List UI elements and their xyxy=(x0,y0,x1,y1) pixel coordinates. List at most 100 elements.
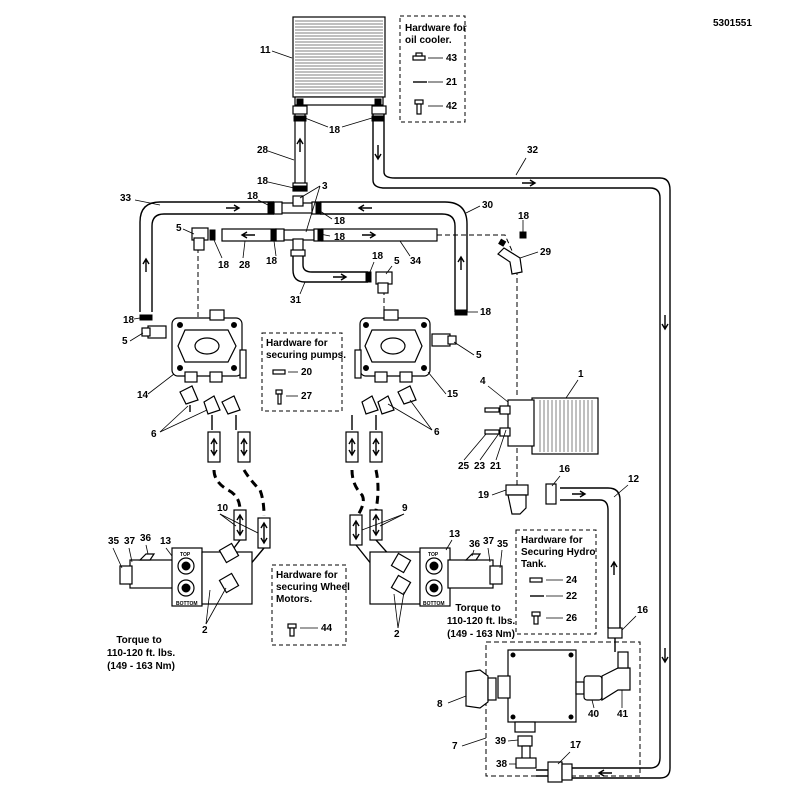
callout-2-left: 2 xyxy=(202,625,208,636)
callout-18-b: 18 xyxy=(247,191,259,202)
torque-note-line2: 110-120 ft. lbs. xyxy=(107,648,176,659)
callout-18-c: 18 xyxy=(334,216,346,227)
fitting-17 xyxy=(536,761,573,783)
callout-18-f: 18 xyxy=(218,260,230,271)
callout-18-d: 18 xyxy=(518,211,530,222)
callout-18-i: 18 xyxy=(123,315,135,326)
callout-15: 15 xyxy=(447,389,459,400)
hardware-box-pumps: Hardware for securing pumps. 20 27 xyxy=(261,332,346,412)
callout-27: 27 xyxy=(301,391,313,402)
hose-33 xyxy=(139,201,274,312)
callout-16-lower: 16 xyxy=(637,605,649,616)
callout-39: 39 xyxy=(495,736,507,747)
callout-23: 23 xyxy=(474,461,486,472)
callout-5-upper-right: 5 xyxy=(394,256,400,267)
callout-30: 30 xyxy=(482,200,494,211)
torque-note-line3: (149 - 163 Nm) xyxy=(107,661,175,672)
callout-36-right: 36 xyxy=(469,539,481,550)
hardware-title-line1: Hardware for xyxy=(266,338,328,349)
callout-1: 1 xyxy=(578,369,584,380)
elbow-fitting-5-right-upper xyxy=(375,271,393,294)
callout-5-right: 5 xyxy=(476,350,482,361)
motor-bottom-label: BOTTOM xyxy=(176,601,198,607)
hardware-title-line2: securing pumps. xyxy=(266,350,346,361)
hose-clamps-18 xyxy=(139,115,527,321)
callout-29: 29 xyxy=(540,247,552,258)
callout-13-left: 13 xyxy=(160,536,172,547)
callout-21: 21 xyxy=(446,77,458,88)
callout-43: 43 xyxy=(446,53,458,64)
hardware-title-line2: Securing Hydro xyxy=(521,547,595,558)
callout-18-a: 18 xyxy=(257,176,269,187)
callout-40: 40 xyxy=(588,709,600,720)
callout-44: 44 xyxy=(321,623,333,634)
pump-14-hoses xyxy=(179,385,271,573)
callout-17: 17 xyxy=(570,740,582,751)
wheel-motor-left: TOP BOTTOM xyxy=(119,542,253,607)
callout-26: 26 xyxy=(566,613,578,624)
breather-cap-8 xyxy=(465,669,497,709)
callout-19: 19 xyxy=(478,490,490,501)
callout-14: 14 xyxy=(137,390,149,401)
hardware-title-line1: Hardware for xyxy=(521,535,583,546)
hardware-title-line2: securing Wheel xyxy=(276,582,350,593)
callout-8: 8 xyxy=(437,699,443,710)
hose-31 xyxy=(290,249,368,283)
oil-cooler xyxy=(292,16,386,106)
torque-note-line1: Torque to xyxy=(116,635,161,646)
tee-fitting-lower xyxy=(275,228,323,252)
callout-24: 24 xyxy=(566,575,578,586)
callout-18-j: 18 xyxy=(480,307,492,318)
callout-28-upper: 28 xyxy=(257,145,269,156)
callout-21-filter: 21 xyxy=(490,461,502,472)
callout-38: 38 xyxy=(496,759,508,770)
fitting-19 xyxy=(505,484,529,515)
motor-top-label: TOP xyxy=(180,552,191,558)
callout-9: 9 xyxy=(402,503,408,514)
callout-22: 22 xyxy=(566,591,578,602)
callout-18-e: 18 xyxy=(334,232,346,243)
torque-note-right: Torque to 110-120 ft. lbs. (149 - 163 Nm… xyxy=(447,603,516,640)
hardware-title-line1: Hardware for xyxy=(405,23,467,34)
callout-18-h: 18 xyxy=(372,251,384,262)
wheel-motor-right: TOP BOTTOM xyxy=(369,547,503,607)
callout-31: 31 xyxy=(290,295,302,306)
elbow-fitting-5-left-upper xyxy=(191,227,215,251)
torque-note-line2: 110-120 ft. lbs. xyxy=(447,616,516,627)
callout-34: 34 xyxy=(410,256,422,267)
callout-5-upper-left: 5 xyxy=(176,223,182,234)
callout-25: 25 xyxy=(458,461,470,472)
hose-12 xyxy=(545,483,623,639)
hardware-box-oil-cooler: Hardware for oil cooler. 43 21 42 xyxy=(399,15,467,123)
hydro-tank-assembly xyxy=(485,641,641,777)
callout-6-right: 6 xyxy=(434,427,440,438)
callout-37-left: 37 xyxy=(124,536,136,547)
callout-13-right: 13 xyxy=(449,529,461,540)
hydraulic-pump-14 xyxy=(141,309,247,383)
callout-35-right: 35 xyxy=(497,539,509,550)
callout-16-upper: 16 xyxy=(559,464,571,475)
callout-2-right: 2 xyxy=(394,629,400,640)
callout-32: 32 xyxy=(527,145,539,156)
motor-top-label: TOP xyxy=(428,552,439,558)
callout-3: 3 xyxy=(322,181,328,192)
hardware-box-wheel-motors: Hardware for securing Wheel Motors. 44 xyxy=(271,564,350,646)
callout-12: 12 xyxy=(628,474,640,485)
pump-15-hoses xyxy=(345,385,417,566)
callout-41: 41 xyxy=(617,709,629,720)
callout-6-left: 6 xyxy=(151,429,157,440)
callout-33: 33 xyxy=(120,193,132,204)
diagram-id: 5301551 xyxy=(713,18,752,29)
hose-28-lower xyxy=(221,228,277,242)
callout-5-left: 5 xyxy=(122,336,128,347)
callout-7: 7 xyxy=(452,741,458,752)
callout-10: 10 xyxy=(217,503,229,514)
callout-18-cooler: 18 xyxy=(329,125,341,136)
hardware-title-line3: Tank. xyxy=(521,559,547,570)
tee-fitting-upper xyxy=(273,195,321,215)
callout-18-g: 18 xyxy=(266,256,278,267)
callout-20: 20 xyxy=(301,367,313,378)
elbow-fitting-29 xyxy=(497,238,523,275)
callout-11: 11 xyxy=(260,45,271,56)
